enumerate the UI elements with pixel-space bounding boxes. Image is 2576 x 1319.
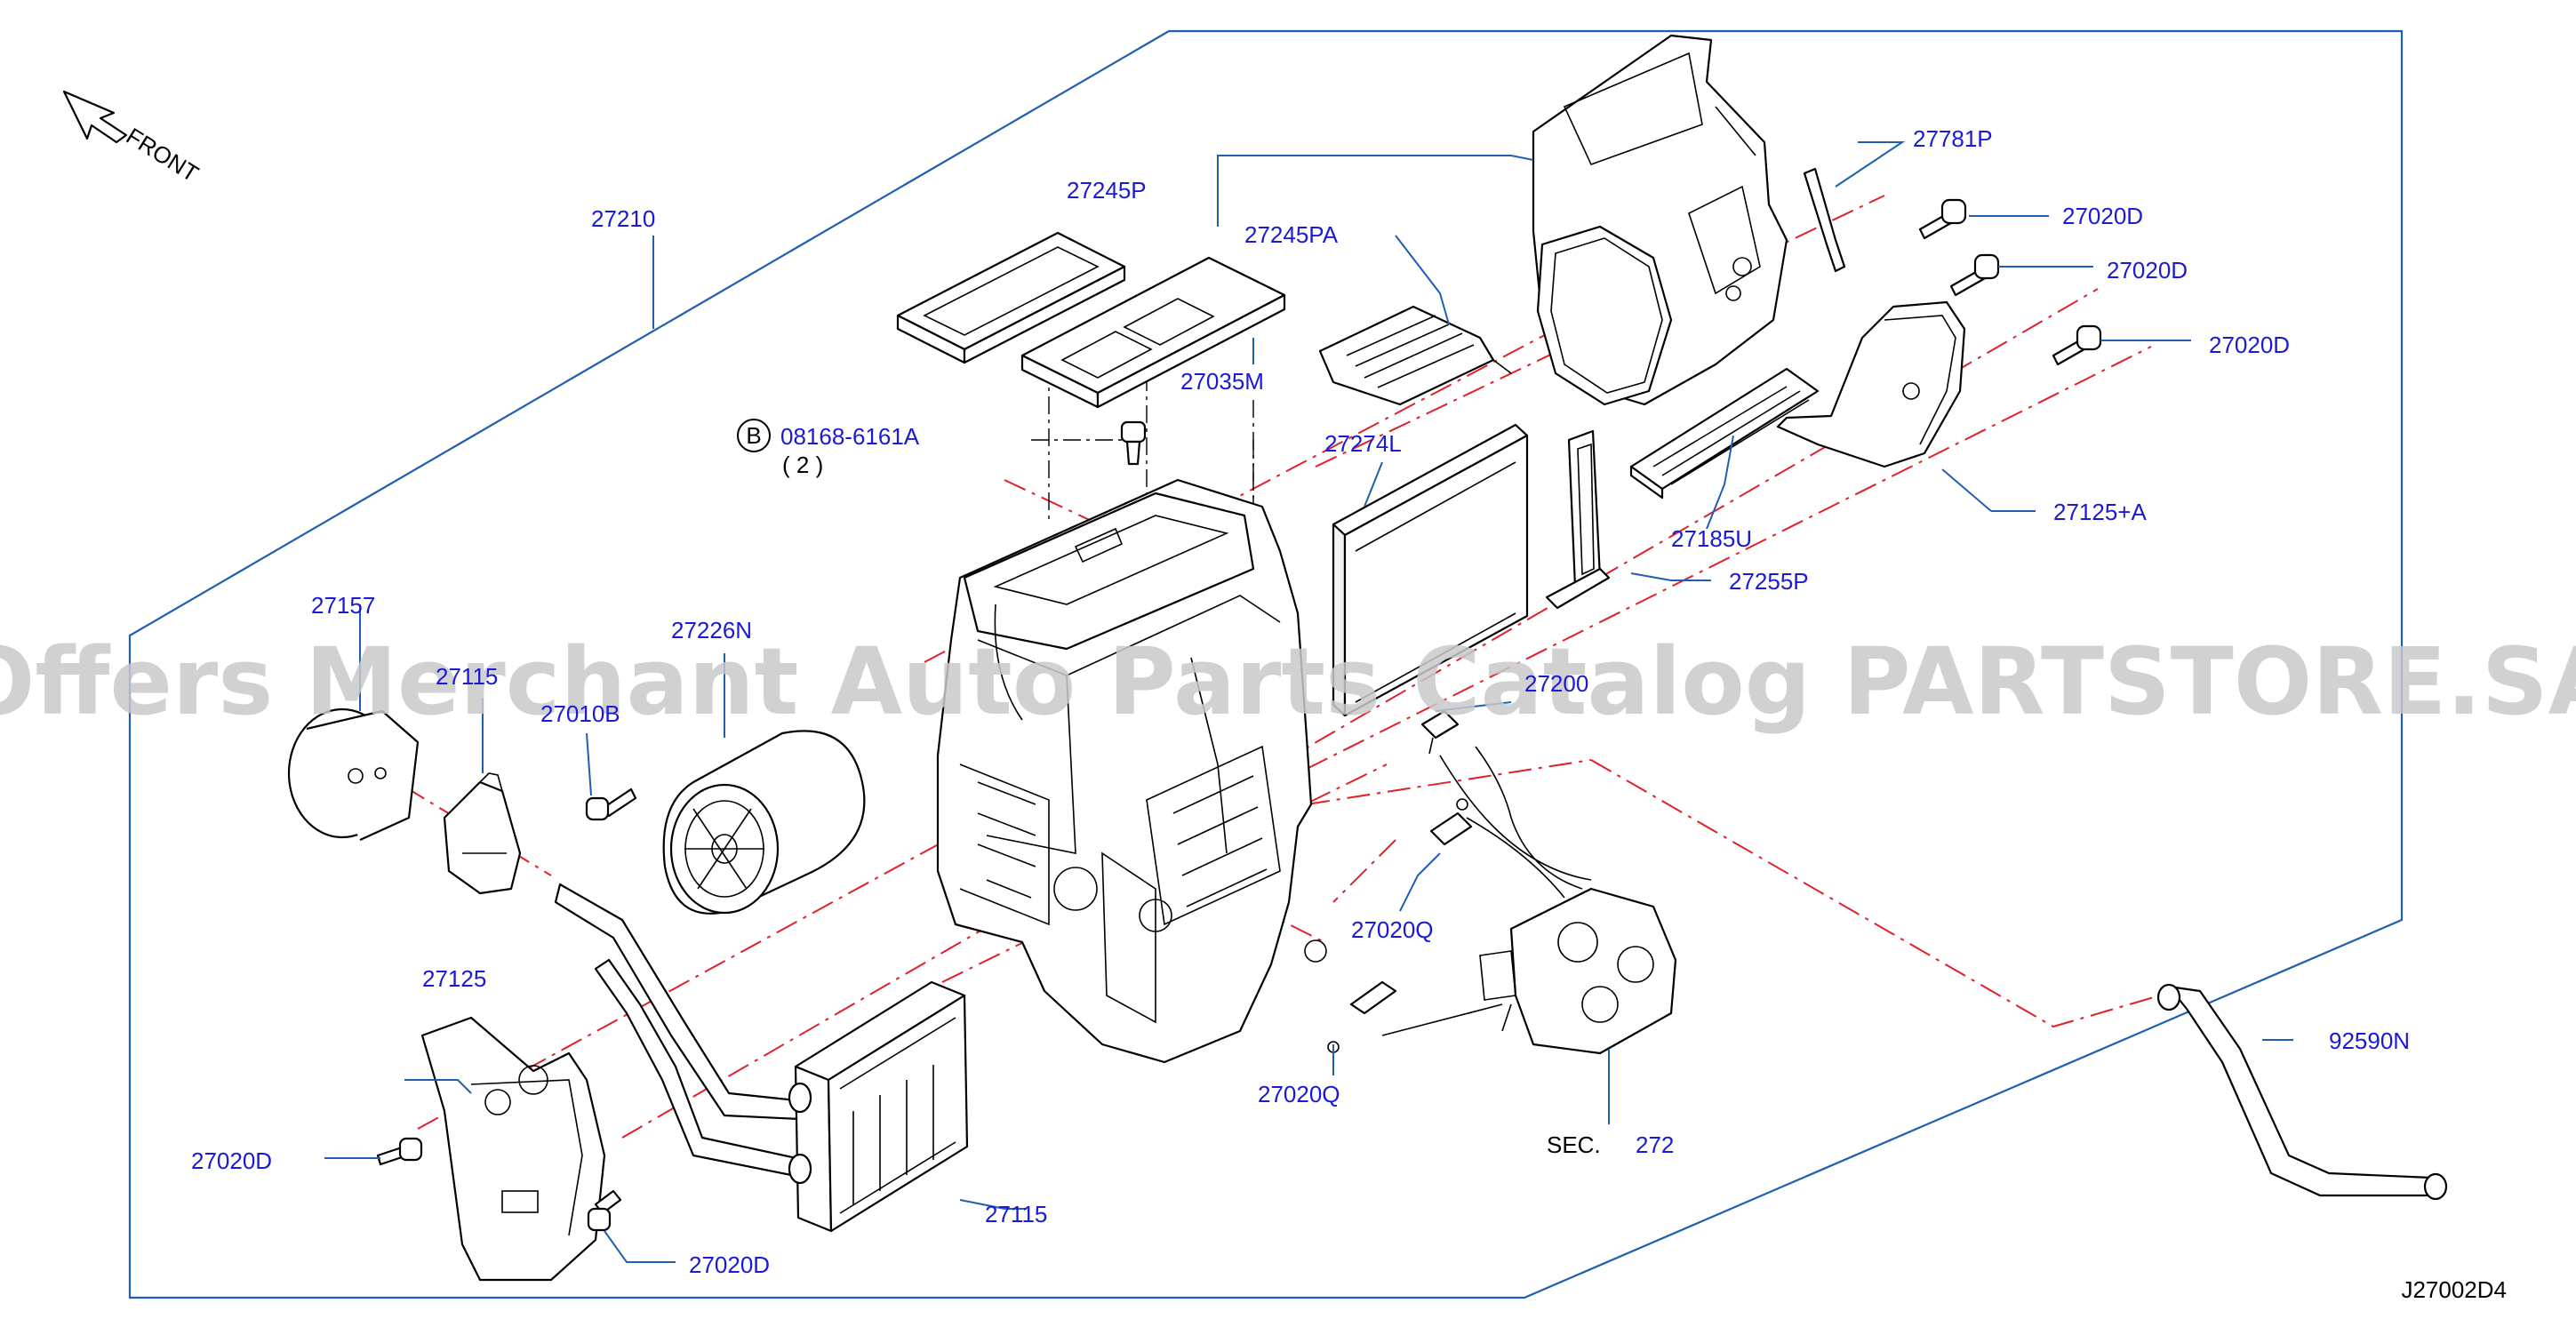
- label-27035M[interactable]: 27035M: [1180, 368, 1264, 395]
- label-27125A[interactable]: 27125+A: [2053, 499, 2147, 525]
- actuator-27125[interactable]: [420, 1016, 606, 1282]
- label-27125[interactable]: 27125: [422, 965, 486, 992]
- label-27020D-c[interactable]: 27020D: [2209, 332, 2290, 358]
- screw-27020D-1[interactable]: [1918, 198, 1967, 240]
- door-27185U[interactable]: [1629, 367, 1820, 500]
- clip-27020Q-2[interactable]: [1327, 980, 1397, 1053]
- section-number[interactable]: 272: [1636, 1131, 1674, 1158]
- clip-27200[interactable]: [1420, 709, 1460, 755]
- screw-27020D-3[interactable]: [2052, 324, 2102, 366]
- screw-27010B[interactable]: [585, 787, 637, 821]
- bolt-08168-6161A[interactable]: [1120, 420, 1147, 466]
- label-27210[interactable]: 27210: [591, 205, 655, 232]
- fan-housing-27115[interactable]: [443, 772, 522, 895]
- label-27157[interactable]: 27157: [311, 592, 375, 619]
- label-92590N[interactable]: 92590N: [2329, 1027, 2410, 1054]
- label-27274L[interactable]: 27274L: [1324, 430, 1402, 457]
- label-27020D-d[interactable]: 27020D: [191, 1147, 272, 1174]
- screw-27020D-5[interactable]: [587, 1189, 622, 1232]
- label-27255P[interactable]: 27255P: [1729, 568, 1809, 595]
- bolt-part-number[interactable]: 08168-6161A: [780, 423, 920, 450]
- bolt-qty: ( 2 ): [782, 452, 823, 478]
- leader-lines: [324, 141, 2293, 1263]
- control-panel[interactable]: [1479, 887, 1677, 1055]
- front-label: FRONT: [122, 123, 204, 188]
- diagram-code: J27002D4: [2401, 1276, 2507, 1303]
- filter-cover-27245P[interactable]: [896, 231, 1126, 364]
- intake-unit[interactable]: [1532, 34, 1788, 406]
- hose-92590N[interactable]: [2156, 983, 2448, 1201]
- label-27020Q-a[interactable]: 27020Q: [1351, 916, 1434, 943]
- label-27020D-e[interactable]: 27020D: [689, 1251, 770, 1278]
- heater-core-27115[interactable]: [788, 980, 969, 1233]
- control-cables: [1381, 746, 1592, 1036]
- label-27020D-a[interactable]: 27020D: [2062, 203, 2143, 229]
- label-27200[interactable]: 27200: [1524, 670, 1588, 697]
- cover-27157[interactable]: [287, 707, 420, 842]
- bolt-symbol: B: [746, 422, 761, 449]
- assembly-frame: [128, 29, 2404, 1299]
- front-arrow-icon: [62, 90, 128, 144]
- screw-27020D-2[interactable]: [1949, 253, 2000, 297]
- hvac-case-27210[interactable]: [936, 478, 1327, 1064]
- label-27115-upper[interactable]: 27115: [436, 663, 498, 690]
- label-27245P[interactable]: 27245P: [1067, 177, 1147, 204]
- lever-27781P[interactable]: [1803, 167, 1846, 273]
- label-27020D-b[interactable]: 27020D: [2107, 257, 2188, 284]
- label-27781P[interactable]: 27781P: [1913, 125, 1993, 152]
- blower-motor-27226N[interactable]: [662, 730, 866, 915]
- label-27185U[interactable]: 27185U: [1671, 525, 1752, 552]
- bolt-note[interactable]: B 08168-6161A ( 2 ): [737, 419, 920, 478]
- clip-27020Q-1[interactable]: [1429, 798, 1473, 846]
- label-27020Q-b[interactable]: 27020Q: [1258, 1081, 1340, 1107]
- label-27010B[interactable]: 27010B: [540, 700, 620, 727]
- grille-27035M[interactable]: [1318, 305, 1512, 406]
- label-27115[interactable]: 27115: [985, 1201, 1047, 1227]
- filter-cover-27245PA[interactable]: [1020, 256, 1286, 409]
- bracket-27125A[interactable]: [1776, 300, 1966, 468]
- watermark: Offers Merchant Auto Parts Catalog PARTS…: [0, 628, 2576, 736]
- seal-27255P[interactable]: [1545, 429, 1611, 610]
- section-prefix: SEC.: [1547, 1131, 1601, 1158]
- label-27245PA[interactable]: 27245PA: [1244, 221, 1339, 248]
- screw-27020D-4[interactable]: [376, 1137, 423, 1166]
- label-27226N[interactable]: 27226N: [671, 617, 752, 644]
- evaporator-27274L[interactable]: [1332, 423, 1529, 717]
